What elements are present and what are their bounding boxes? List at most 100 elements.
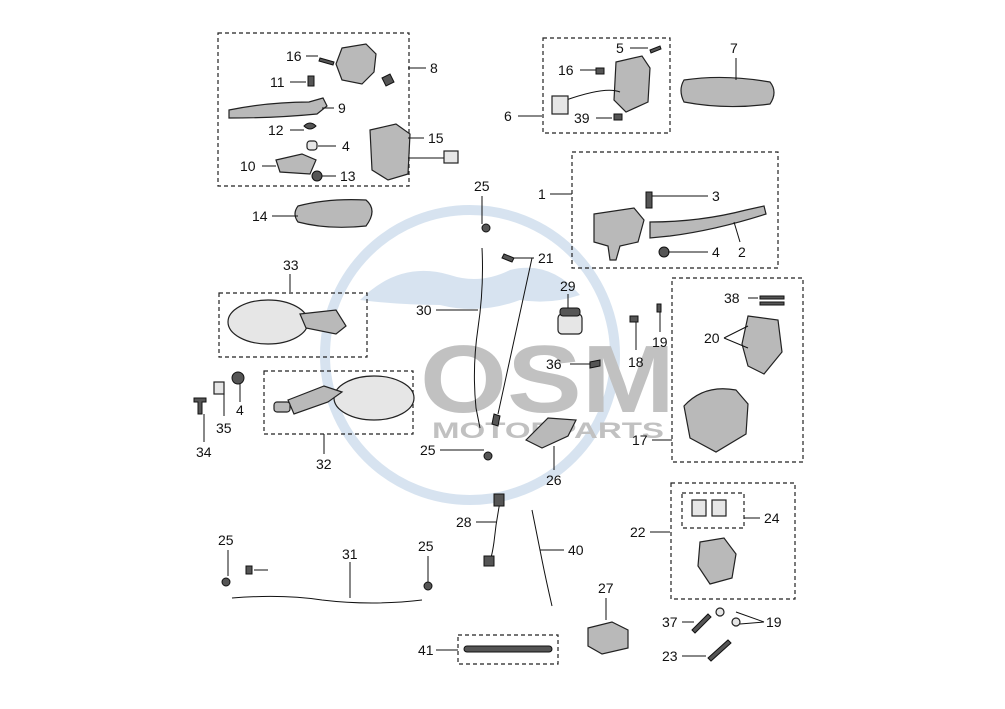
callout-6: 6 (504, 108, 512, 124)
callout-33: 33 (283, 257, 299, 273)
switch-6-connector (551, 95, 569, 115)
callout-25a: 25 (474, 178, 490, 194)
mirror-32-arm (287, 385, 344, 415)
callout-13: 13 (340, 168, 356, 184)
lever-2 (649, 205, 767, 239)
leader-2 (733, 221, 741, 243)
callout-18: 18 (628, 354, 644, 370)
screw-36 (589, 359, 601, 369)
screw-39 (613, 113, 623, 121)
group-box-41 (457, 634, 559, 665)
parts (193, 43, 785, 662)
brake-hose-31 (231, 595, 423, 604)
grip-14 (294, 199, 373, 228)
nut-4b (231, 371, 245, 385)
leader-19b (735, 611, 765, 625)
callout-14: 14 (252, 208, 268, 224)
pad-24a (691, 499, 707, 517)
screw-16a (318, 57, 335, 66)
leader-20 (723, 325, 749, 349)
banjo-25b (483, 451, 493, 461)
banjo-25c (221, 577, 231, 587)
mirror-33-arm (299, 309, 347, 335)
screw-18 (629, 315, 639, 323)
callout-9: 9 (338, 100, 346, 116)
screw-21a (501, 253, 515, 263)
bracket-26 (524, 417, 577, 449)
nut-13 (311, 170, 323, 182)
callout-30: 30 (416, 302, 432, 318)
kit-41 (463, 645, 553, 653)
screw-21b (491, 413, 501, 427)
callout-37: 37 (662, 614, 678, 630)
master-cylinder-1 (593, 207, 645, 261)
group-box-8 (217, 32, 410, 187)
callout-2: 2 (738, 244, 746, 260)
connector-15 (443, 150, 459, 164)
callout-40: 40 (568, 542, 584, 558)
washer-19b-a (715, 607, 725, 617)
brake-hose-30 (473, 247, 483, 429)
group-box-6 (542, 37, 671, 134)
watermark-continents (360, 267, 580, 309)
callout-26: 26 (546, 472, 562, 488)
bolt-23 (707, 639, 732, 662)
callout-16a: 16 (286, 48, 302, 64)
callout-12: 12 (268, 122, 284, 138)
sensor-tip-28 (483, 555, 495, 567)
sensor-head-28 (493, 493, 505, 507)
callout-4a: 4 (342, 138, 350, 154)
callout-25b: 25 (420, 442, 436, 458)
callout-36: 36 (546, 356, 562, 372)
group-box-33 (218, 292, 368, 358)
callout-20: 20 (704, 330, 720, 346)
lever-9 (228, 97, 328, 119)
callout-7: 7 (730, 40, 738, 56)
callout-28: 28 (456, 514, 472, 530)
nut-4c (658, 246, 670, 258)
bushing-4a (306, 140, 318, 151)
mirror-33 (227, 299, 309, 345)
callout-32: 32 (316, 456, 332, 472)
bolt-34 (193, 397, 207, 415)
block-27 (587, 621, 629, 655)
caliper-22 (697, 537, 737, 585)
callout-10: 10 (240, 158, 256, 174)
reservoir-cap-29 (559, 307, 581, 317)
caliper-17 (683, 388, 749, 453)
callout-39: 39 (574, 110, 590, 126)
screw-21c (245, 565, 253, 575)
mirror-32 (333, 375, 415, 421)
callout-23: 23 (662, 648, 678, 664)
callout-1: 1 (538, 186, 546, 202)
callout-5: 5 (616, 40, 624, 56)
bolt-37 (691, 613, 712, 634)
banjo-25d (423, 581, 433, 591)
group-box-32 (263, 370, 414, 435)
sensor-cable-28 (489, 501, 501, 561)
callout-21a: 21 (538, 250, 554, 266)
group-box-22 (670, 482, 796, 600)
group-box-24 (681, 492, 745, 529)
leader-lines (203, 47, 765, 657)
callout-8: 8 (430, 60, 438, 76)
callout-4c: 4 (712, 244, 720, 260)
bracket-10 (275, 153, 317, 175)
callout-35: 35 (216, 420, 232, 436)
group-box-17 (671, 277, 804, 463)
callout-25d: 25 (418, 538, 434, 554)
callout-38: 38 (724, 290, 740, 306)
mirror-32-base (273, 401, 291, 413)
switch-housing-6 (613, 55, 651, 113)
callout-17: 17 (632, 432, 648, 448)
banjo-25a (481, 223, 491, 233)
grip-7 (680, 76, 775, 108)
group-boxes (217, 32, 804, 665)
clip-8 (381, 73, 395, 87)
washer-19b-b (731, 617, 741, 627)
screw-11 (307, 75, 315, 87)
callout-19b: 19 (766, 614, 782, 630)
watermark-logo: OSM (420, 326, 675, 433)
screw-3 (645, 191, 653, 209)
callout-3: 3 (712, 188, 720, 204)
